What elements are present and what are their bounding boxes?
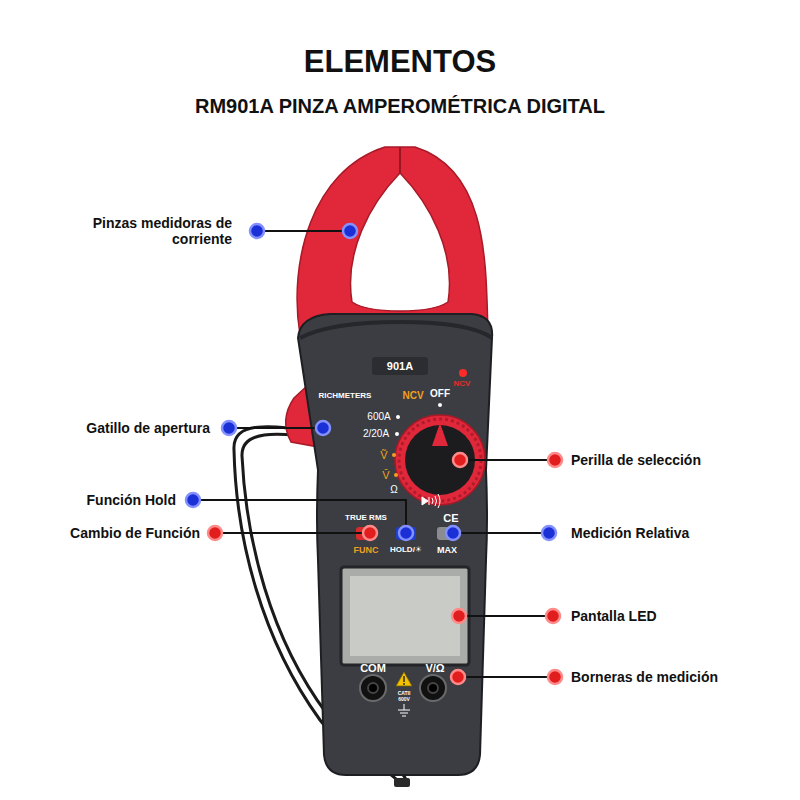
warning-mark [403,676,404,682]
ground-symbol [398,704,410,716]
dial-marking: NCV [402,390,423,402]
red-dot [453,453,467,467]
display-screen [350,576,460,656]
red-dot [208,526,222,540]
ground-line [398,710,410,711]
leader-line [215,532,370,534]
red-dot [546,609,560,623]
dial-marking: 600A [367,411,390,423]
ground-line [402,716,406,717]
leader-line [458,676,555,678]
leader-line [229,427,323,429]
callout-label: Borneras de medición [571,669,718,685]
callout-label: Pantalla LED [571,608,657,624]
warning-dot [403,683,405,685]
display-frame [341,567,469,665]
callout-label: Perilla de selección [571,452,701,468]
leader-line [257,230,350,232]
button-marking: MAX [437,545,457,555]
com-socket-hole [368,683,378,693]
blue-dot [446,526,460,540]
dial-marking: OFF [430,388,450,400]
blue-dot [316,421,330,435]
blue-dot [542,526,556,540]
callout-label: Gatillo de apertura [86,420,210,436]
device-marking: NCV [454,379,471,388]
dial-dot [396,415,400,419]
ground-line [404,704,405,710]
blue-dot [343,224,357,238]
warning-triangle [396,672,412,686]
device-marking: CE [443,512,458,525]
red-dot [452,609,466,623]
leader-line [460,459,555,461]
dial-marking: Ω [390,484,397,496]
sound-waves [432,494,440,508]
com-socket [360,675,386,701]
v-socket-hole [428,683,438,693]
red-dot [363,526,377,540]
leader-line [459,615,553,617]
leader-lines [193,231,555,677]
callout-dots [186,224,562,684]
button-marking: TRUE RMS [345,513,387,522]
meter-body [298,314,492,775]
model-number: 901A [387,360,413,373]
continuity-symbol [422,494,440,508]
blue-dot [250,224,264,238]
dial-marking: Ṽ [380,449,387,462]
device-marking: CATII 600V [392,691,416,703]
dial-marking: 2/20A [363,428,389,440]
callout-label: Función Hold [87,492,176,508]
dial-dot [395,432,399,436]
dial-marking: V̄ [382,469,389,482]
leader-line [453,532,549,534]
hold-button [396,527,416,540]
jaw-split [399,147,401,173]
red-dot [451,670,465,684]
knob-pointer [432,423,448,446]
v-socket [420,675,446,701]
clamp-jaws [297,147,488,335]
socket-marking: V/Ω [425,662,444,675]
callout-label: Cambio de Función [70,525,200,541]
button-marking: FUNC [354,545,379,555]
blue-dot [399,526,413,540]
red-dot [548,670,562,684]
socket-marking: COM [360,662,386,675]
ground-line [400,713,408,714]
diode-symbol [422,497,428,505]
blue-dot [186,493,200,507]
blue-dot [222,421,236,435]
red-dot [548,453,562,467]
callout-label: Medición Relativa [571,525,689,541]
dial-dot [392,453,396,457]
lanyard-tab [394,778,410,787]
subtitle: RM901A PINZA AMPEROMÉTRICA DIGITAL [195,95,605,118]
model-plate [372,357,428,375]
jaw-collar [300,322,492,338]
dial-dot [438,403,442,407]
dial-dot [394,473,398,477]
ncv-led [459,369,467,377]
diagram-title: ELEMENTOS [304,44,496,80]
button-marking: HOLD/☀ [390,545,422,554]
brand-name: RICHMETERS [319,391,372,400]
diode-bar [429,497,430,505]
callout-label: Pinzas medidoras de corriente [92,215,232,247]
